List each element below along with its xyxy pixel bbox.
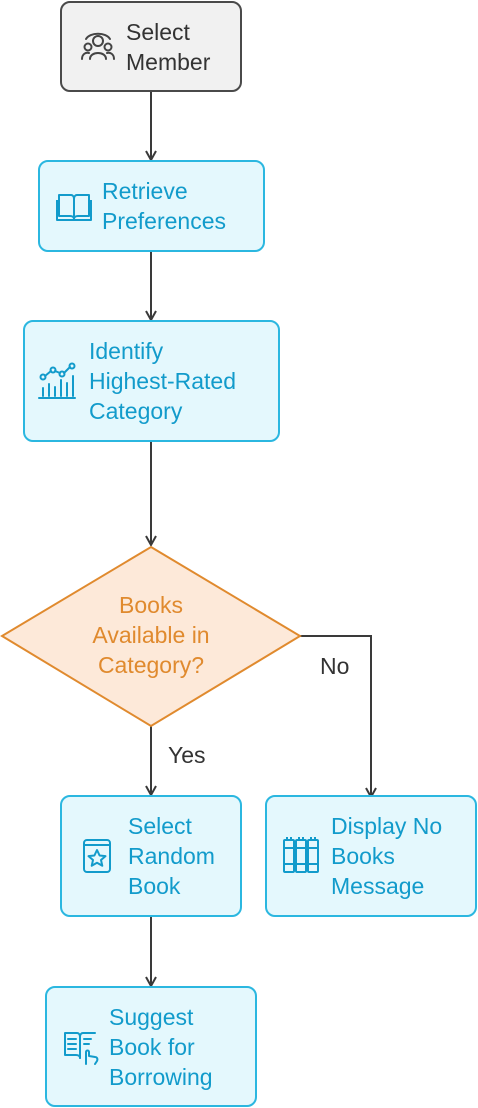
node-label: Identify Highest-Rated Category	[89, 338, 237, 424]
edge-label-no: No	[320, 653, 350, 679]
node-suggest-book[interactable]: Suggest Book for Borrowing	[45, 986, 257, 1107]
node-label: Retrieve Preferences	[102, 178, 227, 234]
bookshelf-icon	[281, 836, 321, 876]
arrow-decision-no	[300, 635, 371, 797]
bar-line-chart-icon	[37, 362, 77, 400]
node-label: Select Member	[126, 18, 211, 75]
node-label: Select Random Book	[128, 813, 215, 899]
decision-books-available[interactable]: Books Available in Category?	[92, 592, 210, 678]
people-network-icon	[78, 29, 118, 65]
node-label: Suggest Book for Borrowing	[109, 1003, 213, 1090]
book-star-icon	[78, 837, 116, 875]
node-display-no-books[interactable]: Display No Books Message	[265, 795, 477, 917]
book-hand-icon	[61, 1028, 101, 1066]
node-select-random-book[interactable]: Select Random Book	[60, 795, 242, 917]
node-select-member[interactable]: Select Member	[60, 1, 242, 92]
open-book-icon	[54, 188, 94, 224]
decision-diamond	[0, 545, 302, 728]
edge-label-yes: Yes	[168, 742, 206, 768]
node-retrieve-preferences[interactable]: Retrieve Preferences	[38, 160, 265, 252]
node-identify-category[interactable]: Identify Highest-Rated Category	[23, 320, 280, 442]
node-label: Display No Books Message	[331, 813, 443, 899]
